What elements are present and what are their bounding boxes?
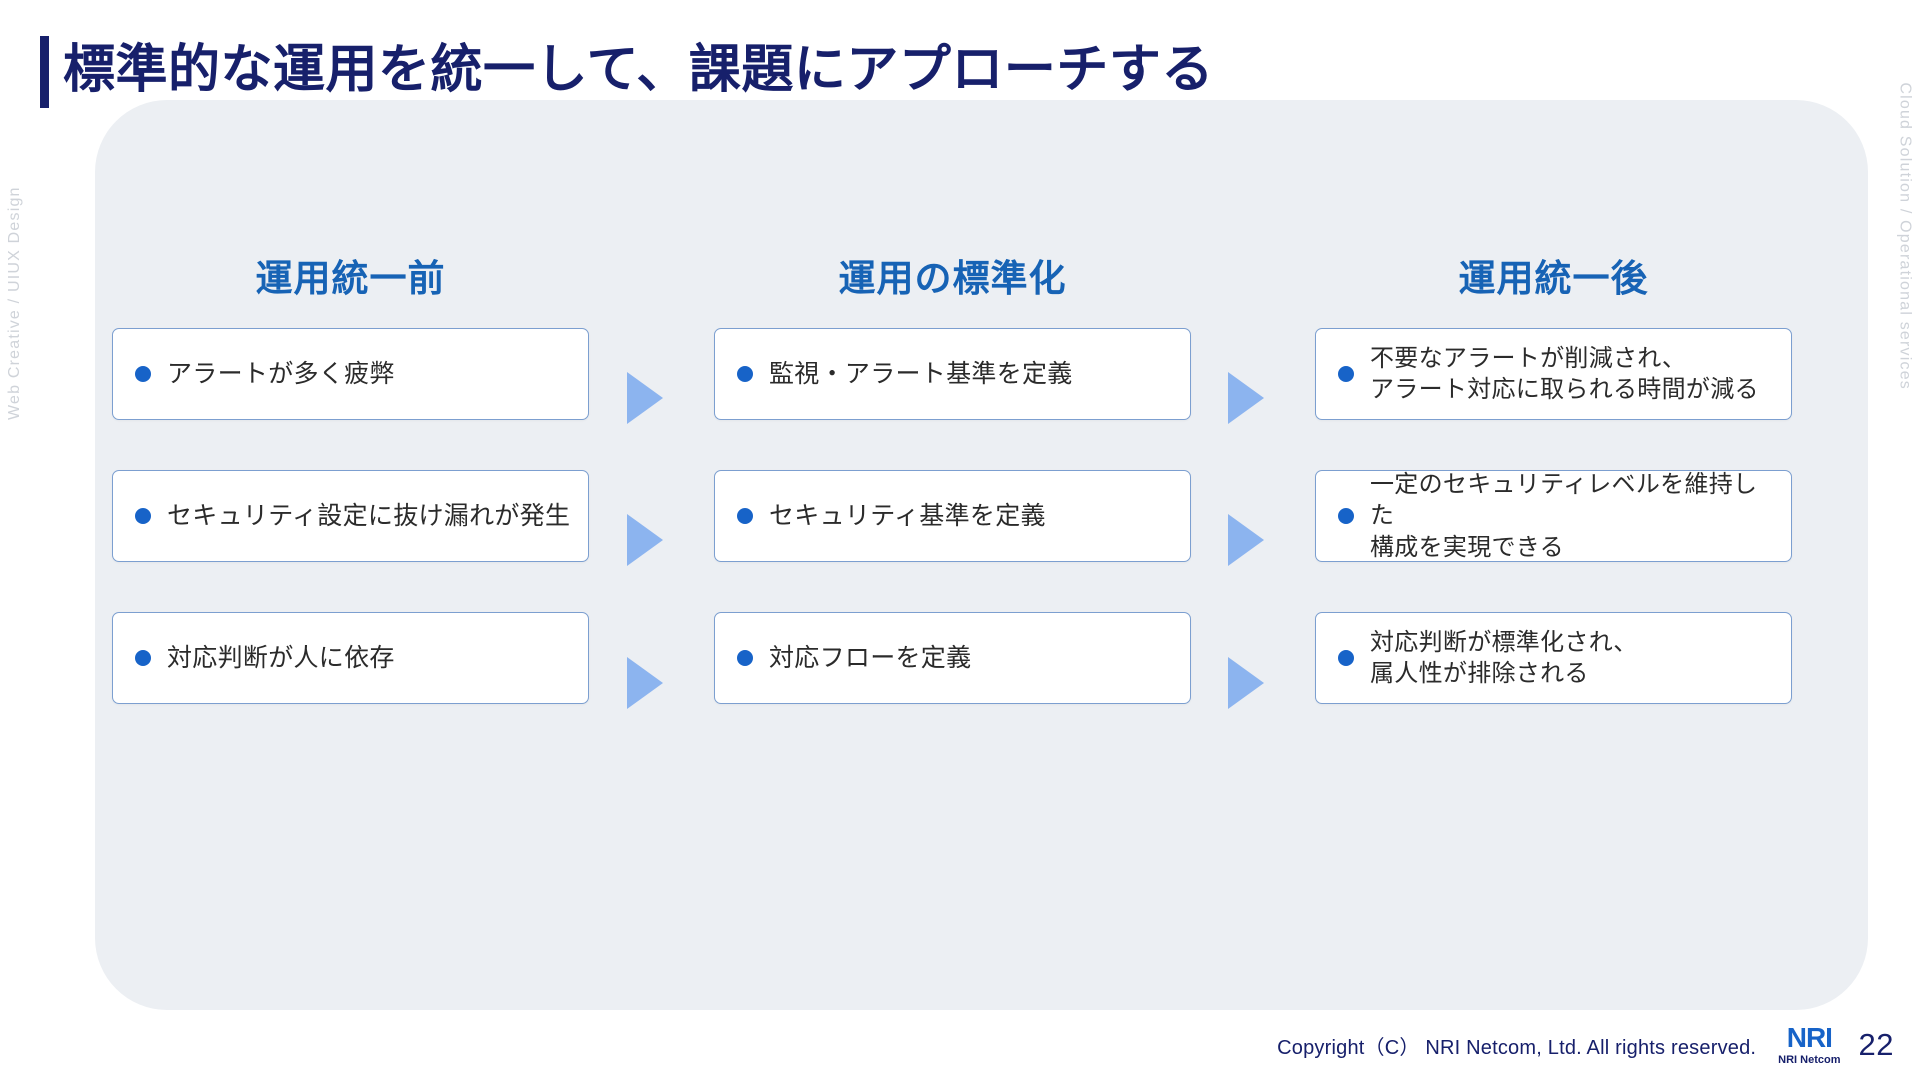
column-heading-after: 運用統一後 [1458, 258, 1649, 299]
page-title: 標準的な運用を統一して、課題にアプローチする [63, 41, 1214, 99]
nri-logo-mark: NRI [1786, 1022, 1833, 1053]
card-label: アラートが多く疲弊 [167, 360, 395, 388]
bullet-dot-icon [1338, 650, 1354, 666]
card-label: セキュリティ基準を定義 [769, 502, 1046, 530]
card-after-1[interactable]: 不要なアラートが削減され、 アラート対応に取られる時間が減る [1315, 328, 1792, 420]
bullet-dot-icon [135, 508, 151, 524]
bullet-dot-icon [737, 650, 753, 666]
column-before: 運用統一前 アラートが多く疲弊 セキュリティ設定に抜け漏れが発生 対応判断が人に… [112, 255, 589, 704]
bullet-dot-icon [1338, 508, 1354, 524]
card-label: 不要なアラートが削減され、 アラート対応に取られる時間が減る [1370, 344, 1759, 403]
side-label-left: Web Creative / UIUX Design [6, 186, 23, 420]
card-after-3[interactable]: 対応判断が標準化され、 属人性が排除される [1315, 612, 1792, 704]
nri-logo-subtitle: NRI Netcom [1778, 1054, 1841, 1066]
column-heading-before: 運用統一前 [255, 258, 446, 299]
column-after: 運用統一後 不要なアラートが削減され、 アラート対応に取られる時間が減る 一定の… [1315, 255, 1792, 704]
card-standardization-1[interactable]: 監視・アラート基準を定義 [714, 328, 1191, 420]
bullet-dot-icon [1338, 366, 1354, 382]
card-before-3[interactable]: 対応判断が人に依存 [112, 612, 589, 704]
card-before-2[interactable]: セキュリティ設定に抜け漏れが発生 [112, 470, 589, 562]
bullet-dot-icon [737, 508, 753, 524]
side-label-right: Cloud Solution / Operational services [1897, 82, 1914, 390]
bullet-dot-icon [135, 650, 151, 666]
page-number: 22 [1858, 1027, 1894, 1062]
column-standardization: 運用の標準化 監視・アラート基準を定義 セキュリティ基準を定義 対応フローを定義 [714, 255, 1191, 704]
copyright-text: Copyright（C） NRI Netcom, Ltd. All rights… [1277, 1036, 1757, 1059]
slide-footer: Copyright（C） NRI Netcom, Ltd. All rights… [1277, 1024, 1894, 1066]
card-standardization-2[interactable]: セキュリティ基準を定義 [714, 470, 1191, 562]
card-after-2[interactable]: 一定のセキュリティレベルを維持した 構成を実現できる [1315, 470, 1792, 562]
card-label: 対応判断が標準化され、 属人性が排除される [1370, 628, 1638, 687]
card-label: 監視・アラート基準を定義 [769, 360, 1073, 388]
card-label: 対応フローを定義 [769, 644, 972, 672]
card-label: セキュリティ設定に抜け漏れが発生 [167, 502, 571, 530]
title-accent-bar [40, 36, 49, 108]
card-label: 一定のセキュリティレベルを維持した 構成を実現できる [1370, 471, 1758, 561]
nri-netcom-logo: NRI NRI Netcom [1778, 1024, 1840, 1066]
card-before-1[interactable]: アラートが多く疲弊 [112, 328, 589, 420]
bullet-dot-icon [737, 366, 753, 382]
bullet-dot-icon [135, 366, 151, 382]
card-label: 対応判断が人に依存 [167, 644, 395, 672]
card-standardization-3[interactable]: 対応フローを定義 [714, 612, 1191, 704]
column-heading-standardization: 運用の標準化 [838, 258, 1067, 299]
slide-title: 標準的な運用を統一して、課題にアプローチする [40, 34, 1214, 108]
